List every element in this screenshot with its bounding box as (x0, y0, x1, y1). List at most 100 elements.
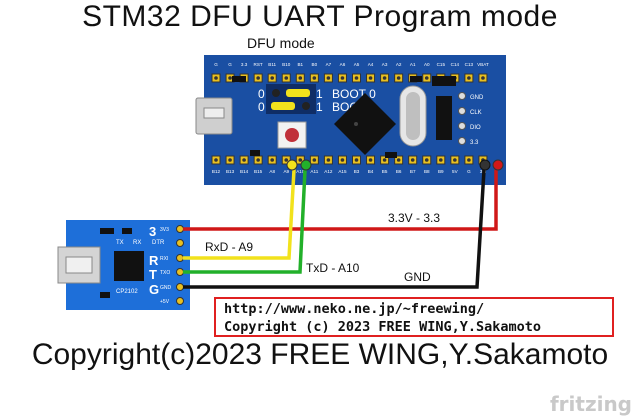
top-pin-label: C14 (451, 62, 460, 67)
footer-copyright: Copyright(c)2023 FREE WING,Y.Sakamoto (31, 338, 609, 371)
bottom-pin-hole (326, 158, 331, 162)
swd-pin (458, 107, 466, 115)
bottom-pin-label: B13 (226, 169, 235, 174)
top-pin-label: 3.3 (241, 62, 248, 67)
bottom-pin-label: A12 (324, 169, 333, 174)
bottom-pin-hole (242, 158, 246, 162)
jumper-pin (302, 102, 310, 110)
jumper-pin (272, 89, 280, 97)
wire-label-tx: TxD - A10 (306, 261, 360, 275)
top-pin-label: C13 (465, 62, 474, 67)
smd-component (410, 76, 422, 82)
diagram-title: STM32 DFU UART Program mode (82, 0, 558, 33)
bottom-pin-hole (214, 158, 218, 162)
top-pin-label: A7 (326, 62, 332, 67)
bottom-pin-label: B4 (368, 169, 374, 174)
crystal-inner (406, 92, 420, 140)
bottom-pin-label: A10 (296, 169, 305, 174)
url-line: http://www.neko.ne.jp/~freewing/ (224, 301, 485, 317)
swd-pin (458, 122, 466, 130)
bottom-pin-label: A15 (338, 169, 347, 174)
boot1-zero-label: 0 (258, 100, 265, 114)
top-pin-hole (312, 76, 317, 80)
smd-component (232, 76, 246, 82)
wire-end-rx (286, 159, 298, 171)
copyright-line: Copyright (c) 2023 FREE WING,Y.Sakamoto (224, 319, 541, 335)
adapter-pin-3v3: 3V3 (160, 227, 169, 233)
top-pin-hole (284, 76, 289, 80)
top-pin-label: A2 (396, 62, 402, 67)
bottom-pin-hole (270, 158, 275, 162)
swd-header: GND CLK DIO 3.3 (458, 92, 484, 146)
top-pin-label: A5 (354, 62, 360, 67)
adapter-label-dtr: DTR (152, 240, 165, 246)
top-pin-label: B1 (297, 62, 303, 67)
swd-pin (458, 137, 466, 145)
bottom-pin-label: A8 (269, 169, 275, 174)
top-pin-hole (382, 76, 387, 80)
url-box: http://www.neko.ne.jp/~freewing/ Copyrig… (214, 297, 614, 337)
bottom-pin-label: B6 (396, 169, 402, 174)
smd-component (250, 150, 260, 156)
reset-button-cap (285, 128, 299, 142)
bottom-pin-label: B3 (354, 169, 360, 174)
bottom-pin-label: G (467, 169, 471, 174)
adapter-letter-g: G (149, 282, 159, 297)
bottom-pin-hole (312, 158, 317, 162)
top-pin-hole (424, 76, 429, 80)
bottom-pin-hole (439, 158, 443, 162)
bottom-pin-hole (340, 158, 345, 162)
wire-end-3v3 (492, 159, 504, 171)
adapter-pad (176, 225, 184, 233)
bottom-pin-label: B7 (410, 169, 416, 174)
bottom-pin-hole (368, 158, 373, 162)
top-pin-hole (228, 76, 232, 80)
swd-label-gnd: GND (470, 95, 484, 101)
top-pin-label: A3 (382, 62, 388, 67)
top-pin-hole (396, 76, 401, 80)
boot0-zero-label: 0 (258, 87, 265, 101)
top-pin-hole (340, 76, 345, 80)
bottom-pin-label: B8 (424, 169, 430, 174)
top-pin-label: G (214, 62, 218, 67)
adapter-label-rx: RX (133, 240, 141, 246)
bottom-pin-label: A11 (310, 169, 318, 174)
swd-label-dio: DIO (470, 125, 481, 131)
bottom-pin-hole (284, 158, 289, 162)
smd-component (100, 292, 110, 298)
bottom-pin-hole (298, 158, 303, 162)
cp2102-chip (114, 251, 144, 281)
bottom-pin-label: B12 (212, 169, 221, 174)
bottom-pin-hole (396, 158, 401, 162)
bottom-pin-hole (228, 158, 232, 162)
diagram-subtitle: DFU mode (247, 35, 315, 51)
bottom-pin-label: B9 (438, 169, 444, 174)
chip-pin1-dot (354, 122, 358, 126)
bottom-pin-label: B14 (240, 169, 249, 174)
bottom-pin-hole (467, 158, 471, 162)
top-pin-label: B0 (312, 62, 318, 67)
bottom-pin-label: B15 (254, 169, 263, 174)
adapter-pad (176, 283, 184, 291)
bottom-pin-label: B5 (382, 169, 388, 174)
top-pin-label: B11 (268, 62, 276, 67)
top-pin-label: B10 (282, 62, 291, 67)
top-pin-hole (326, 76, 331, 80)
top-pin-hole (214, 76, 218, 80)
smd-component (100, 228, 114, 234)
wire-label-gnd: GND (404, 270, 431, 284)
top-pin-hole (354, 76, 359, 80)
adapter-pad (176, 239, 184, 247)
usb-port (203, 107, 225, 119)
bottom-pin-hole (424, 158, 429, 162)
adapter-pin-txo: TXO (160, 270, 170, 276)
top-pin-label: A1 (410, 62, 416, 67)
top-pin-label: A6 (340, 62, 346, 67)
smd-component (122, 228, 132, 234)
boot1-one-label: 1 (316, 100, 323, 114)
top-pin-hole (270, 76, 275, 80)
fritzing-logo: fritzing (549, 392, 632, 416)
adapter-label-tx: TX (116, 240, 124, 246)
bottom-pin-hole (453, 158, 457, 162)
wire-end-gnd (479, 159, 491, 171)
